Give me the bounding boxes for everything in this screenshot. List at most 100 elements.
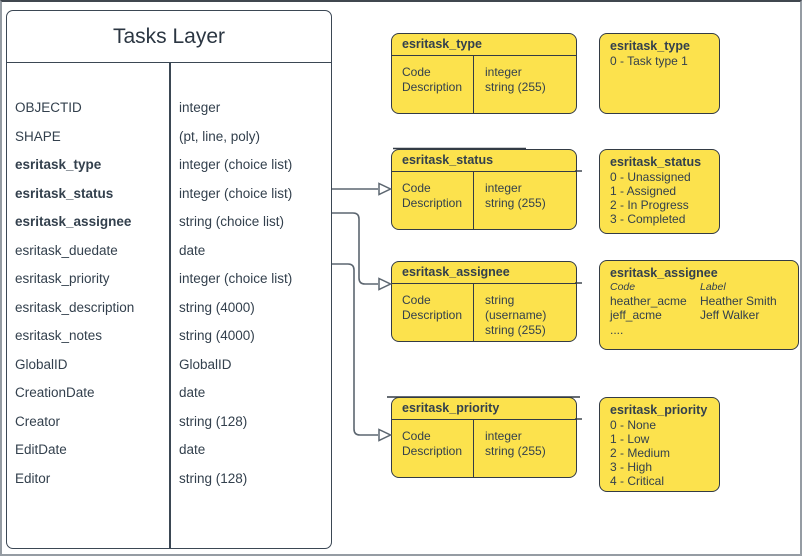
label-column-header: Label — [700, 281, 726, 293]
type-description: string (255) — [485, 444, 546, 458]
domain-title: esritask_priority — [610, 403, 708, 417]
field-name: GlobalID — [15, 356, 68, 372]
domain-value: 2 - In Progress — [610, 198, 689, 212]
field-type: integer (choice list) — [179, 271, 293, 286]
code-column-header: Code — [610, 281, 636, 293]
domain-value: 0 - None — [610, 418, 657, 432]
row-description: Description — [402, 308, 463, 322]
box-title: esritask_type — [392, 34, 576, 56]
box-title: esritask_status — [392, 150, 576, 172]
field-row-creator: Creator string (128) — [7, 408, 331, 437]
field-row-objectid: OBJECTID integer — [7, 94, 331, 123]
box-title: esritask_assignee — [392, 262, 576, 284]
row-description: Description — [402, 80, 463, 94]
type-description: string (255) — [485, 80, 546, 94]
domain-value: 1 - Assigned — [610, 184, 677, 198]
field-name: CreationDate — [15, 385, 95, 400]
domain-value: 3 - Completed — [610, 212, 686, 226]
connector-assignee-line — [332, 212, 378, 285]
field-type: date — [179, 385, 206, 400]
row-code: Code — [402, 429, 431, 443]
field-type: (pt, line, poly) — [179, 128, 261, 144]
field-type: date — [179, 442, 206, 457]
type-description: string (255) — [485, 323, 546, 337]
domain-title: esritask_assignee — [610, 266, 718, 280]
esritask-type-domain-box: esritask_type 0 - Task type 1 — [599, 33, 720, 114]
type-code: integer — [485, 181, 522, 195]
esritask-status-domain-box: esritask_status 0 - Unassigned 1 - Assig… — [599, 149, 720, 234]
type-code: integer — [485, 65, 522, 79]
field-row-esritask-status: esritask_status integer (choice list) — [7, 180, 331, 209]
row-code: Code — [402, 293, 431, 307]
field-name: SHAPE — [15, 128, 61, 144]
field-row-esritask-type: esritask_type integer (choice list) — [7, 151, 331, 180]
type-code: string (username) — [485, 293, 547, 322]
box-column-divider — [473, 56, 475, 113]
pair-label: Jeff Walker — [700, 308, 760, 322]
pair-code: heather_acme — [610, 294, 687, 308]
domain-title: esritask_status — [610, 155, 702, 169]
field-type: string (128) — [179, 413, 248, 429]
row-code: Code — [402, 181, 431, 195]
esritask-priority-domain-box: esritask_priority 0 - None 1 - Low 2 - M… — [599, 397, 720, 492]
type-code: integer — [485, 429, 522, 443]
pair-label: Heather Smith — [700, 294, 777, 308]
box-title: esritask_priority — [392, 398, 576, 420]
domain-title: esritask_type — [610, 39, 690, 53]
row-code: Code — [402, 65, 431, 79]
field-type: string (128) — [179, 470, 248, 486]
field-type: integer — [179, 100, 221, 115]
field-name: esritask_type — [15, 157, 102, 172]
field-type: date — [179, 242, 206, 258]
domain-column-headers: Code Label — [610, 281, 790, 294]
field-row-shape: SHAPE (pt, line, poly) — [7, 123, 331, 152]
domain-value: 4 - Critical — [610, 474, 665, 488]
domain-pair: jeff_acme Jeff Walker — [610, 308, 790, 322]
field-type: GlobalID — [179, 356, 232, 372]
tasks-layer-fields: OBJECTID integer SHAPE (pt, line, poly) es… — [7, 94, 331, 493]
field-name: EditDate — [15, 442, 67, 457]
field-name: esritask_assignee — [15, 214, 132, 229]
field-name: esritask_status — [15, 185, 114, 201]
field-name: OBJECTID — [15, 100, 82, 115]
domain-pair: heather_acme Heather Smith — [610, 294, 790, 308]
domain-value: 0 - Unassigned — [610, 170, 691, 184]
row-description: Description — [402, 444, 463, 458]
esritask-assignee-domain-box: esritask_assignee Code Label heather_acm… — [599, 260, 799, 350]
field-row-esritask-duedate: esritask_duedate date — [7, 237, 331, 266]
tasks-layer-column-divider — [169, 63, 171, 548]
field-row-creationdate: CreationDate date — [7, 379, 331, 408]
field-name: Creator — [15, 413, 61, 429]
open-arrow-icon — [378, 182, 393, 196]
open-arrow-icon — [378, 277, 393, 291]
field-name: esritask_priority — [15, 271, 110, 286]
field-type: integer (choice list) — [179, 185, 293, 201]
box-types: string (username)string (255) — [485, 293, 576, 338]
type-description: string (255) — [485, 196, 546, 210]
field-type: integer (choice list) — [179, 157, 293, 172]
domain-value: 1 - Low — [610, 432, 650, 446]
field-row-editdate: EditDate date — [7, 436, 331, 465]
domain-value: 2 - Medium — [610, 446, 671, 460]
box-column-divider — [473, 172, 475, 229]
field-name: esritask_duedate — [15, 242, 118, 258]
field-name: esritask_description — [15, 299, 135, 315]
